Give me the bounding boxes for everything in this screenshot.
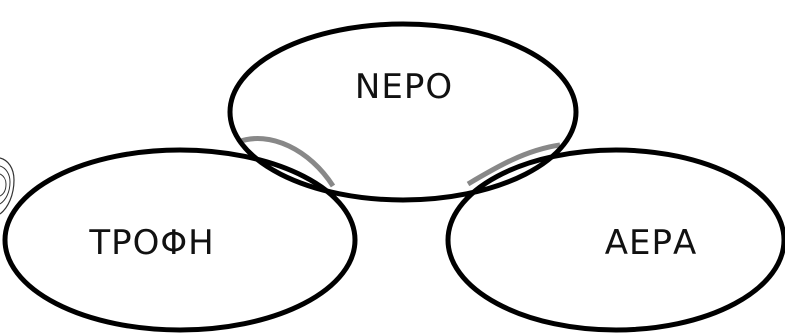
circle-food	[2, 147, 358, 333]
circle-air	[445, 147, 785, 333]
circle-label-food: ΤΡΟΦΗ	[88, 223, 214, 263]
circle-water	[227, 21, 579, 203]
edge-sketch-icon	[0, 157, 15, 215]
circle-label-air: ΑΕΡΑ	[605, 223, 698, 263]
overlap-shading	[237, 136, 561, 188]
circle-label-water: ΝΕΡΟ	[355, 67, 453, 107]
